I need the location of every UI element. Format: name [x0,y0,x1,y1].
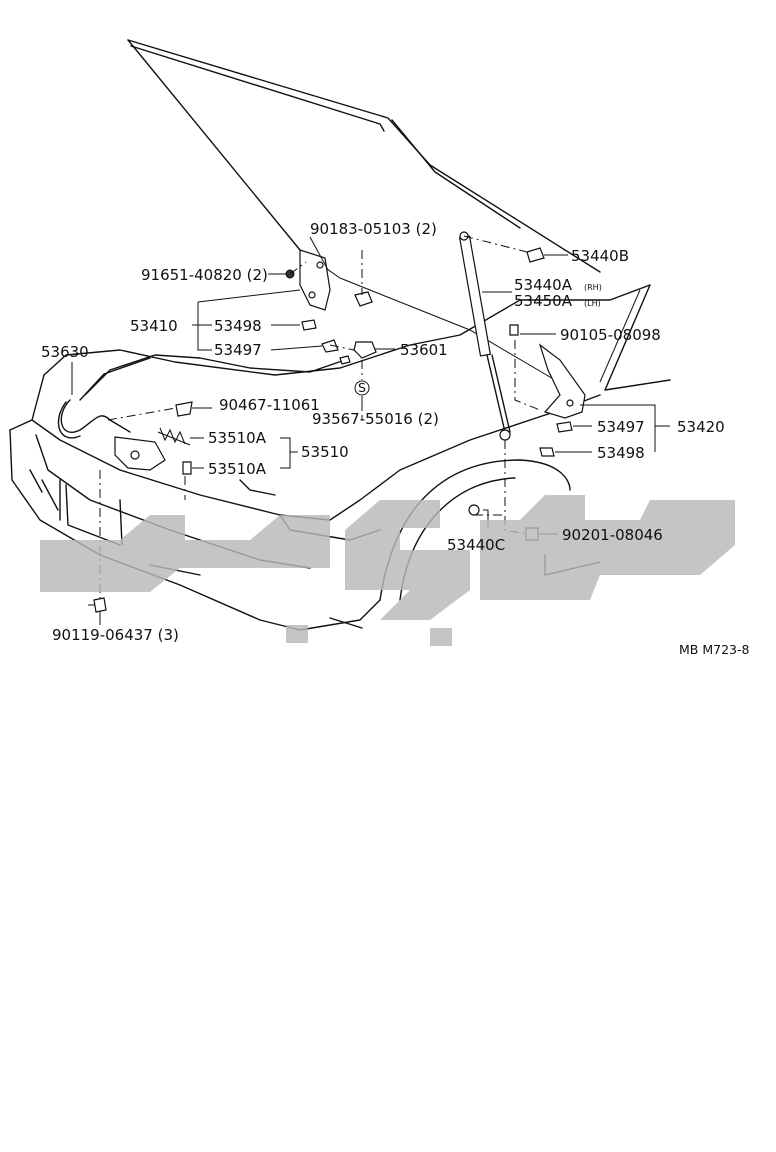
latch-53601 [353,341,377,359]
label-53440c: 53440C [447,536,505,554]
part-labels: 90183-05103 (2) 53440B 91651-40820 (2) 5… [41,220,749,657]
hood-panel [127,39,601,381]
label-53498-left: 53498 [214,317,262,335]
label-53630: 53630 [41,343,89,361]
leader-lines [71,236,670,625]
label-53601: 53601 [400,341,448,359]
pad-53497-right [556,421,573,433]
release-cable [57,354,346,439]
label-53497-right: 53497 [597,418,645,436]
s-mark-circle [354,380,370,396]
label-90119-06437: 90119-06437 (3) [52,626,179,644]
hinge-right [538,343,586,419]
bolt-53440C [468,504,480,516]
label-53510a-upper: 53510A [208,429,267,447]
label-90183-05103: 90183-05103 (2) [310,220,437,238]
label-53420: 53420 [677,418,725,436]
label-53497-left: 53497 [214,341,262,359]
label-53450a: 53450A [514,292,573,310]
label-90467-11061: 90467-11061 [219,396,320,414]
label-53510: 53510 [301,443,349,461]
label-90201-08046: 90201-08046 [562,526,663,544]
label-53440a: 53440A [514,276,573,294]
cushion-53498-right [539,447,555,457]
diagram-code: MB M723-8 [679,642,749,657]
label-53450a-side: (LH) [584,299,601,308]
label-53498-right: 53498 [597,444,645,462]
bolt-90119 [93,597,107,613]
watermark-logo [40,495,735,646]
hood-lock [114,427,192,475]
label-53440a-side: (RH) [584,283,602,292]
bolt-90105 [509,324,519,336]
label-53510a-lower: 53510A [208,460,267,478]
cushion-53498-left [301,319,317,331]
clip-90467 [175,401,193,417]
label-90105-08098: 90105-08098 [560,326,661,344]
pad-53497-left [321,339,339,353]
stopper-53440B [526,247,545,263]
label-93567-55016: 93567-55016 (2) [312,410,439,428]
gas-strut [458,231,511,441]
label-s-mark: S [358,380,366,395]
label-53440b: 53440B [571,247,629,265]
hinge-left [299,249,331,311]
label-91651-40820: 91651-40820 (2) [141,266,268,284]
label-53410: 53410 [130,317,178,335]
cushion-93567 [354,291,373,307]
